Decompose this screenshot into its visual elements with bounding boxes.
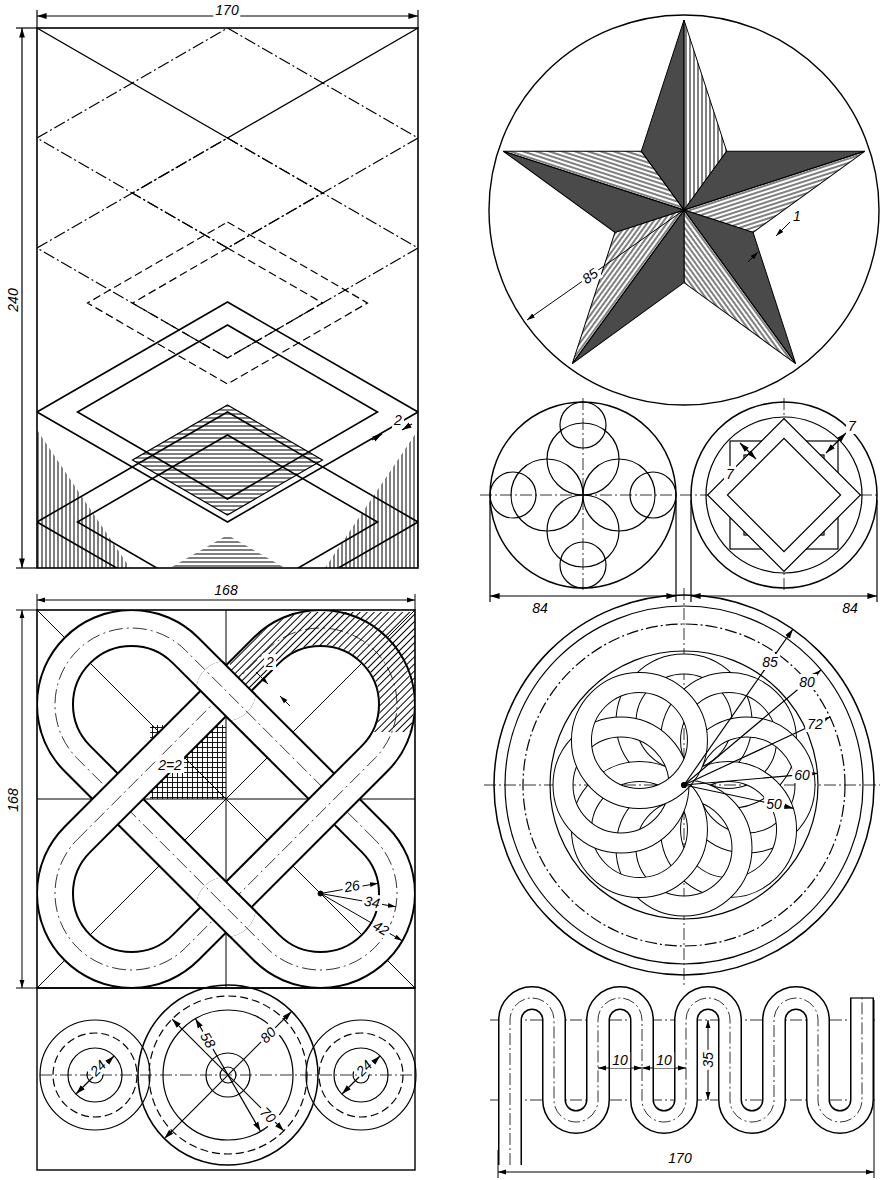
- dimension-label: 10: [610, 1052, 630, 1068]
- dimension-label: 85: [577, 264, 602, 288]
- dimension-label: 35: [700, 1050, 716, 1070]
- dimension-label: 34: [361, 892, 383, 911]
- dimension-label: 85: [760, 654, 780, 670]
- circles-row: [37, 985, 416, 1170]
- dimension-label: 26: [341, 876, 363, 895]
- dimension-label: 7: [846, 418, 858, 434]
- dimension-label: 24: [85, 1055, 110, 1080]
- dimension-label: 84: [530, 600, 550, 616]
- dimension-label: 2: [392, 412, 404, 428]
- dimension-label: 24: [351, 1055, 376, 1080]
- dimension-label: 80: [797, 674, 817, 690]
- dimension-label: 10: [654, 1052, 674, 1068]
- dimension-label: 168: [212, 582, 239, 598]
- dimension-label: 50: [764, 796, 784, 812]
- octagram-circle: [691, 402, 877, 602]
- dimension-label: 42: [369, 916, 394, 940]
- diamond-panel: [16, 0, 418, 632]
- dimension-label: 170: [666, 1150, 693, 1166]
- dimension-label: 58: [196, 1028, 220, 1053]
- flower-circle: [480, 398, 880, 602]
- star-dimensions: [527, 210, 790, 320]
- dimension-label: 2: [264, 654, 276, 670]
- dimension-label: 60: [792, 767, 812, 783]
- dimension-label: 1: [791, 208, 803, 224]
- star-panel: [489, 15, 879, 405]
- dimension-label: 2=2: [156, 757, 184, 773]
- meander-panel: [490, 998, 875, 1178]
- dimension-label: 7: [724, 466, 736, 482]
- dimension-label: 80: [255, 1022, 280, 1047]
- rosette-panel: [484, 588, 880, 985]
- dimension-label: 70: [255, 1102, 280, 1127]
- dimension-label: 240: [5, 286, 21, 313]
- dimension-label: 72: [805, 716, 825, 732]
- dimension-label: 170: [213, 2, 240, 18]
- dimension-label: 84: [840, 600, 860, 616]
- dimension-label: 168: [5, 786, 21, 813]
- loops-panel: [16, 594, 415, 988]
